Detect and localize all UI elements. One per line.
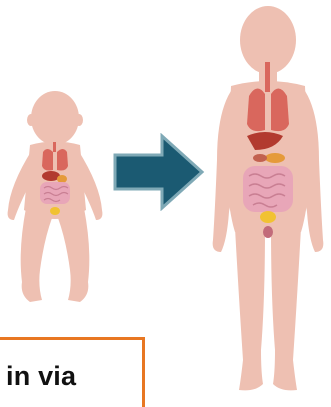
caption-text: in via bbox=[6, 361, 76, 392]
growth-diagram: in via bbox=[0, 0, 331, 397]
baby-anatomy-figure bbox=[0, 90, 110, 310]
right-arrow-icon bbox=[112, 133, 207, 211]
child-anatomy-figure bbox=[205, 0, 331, 397]
